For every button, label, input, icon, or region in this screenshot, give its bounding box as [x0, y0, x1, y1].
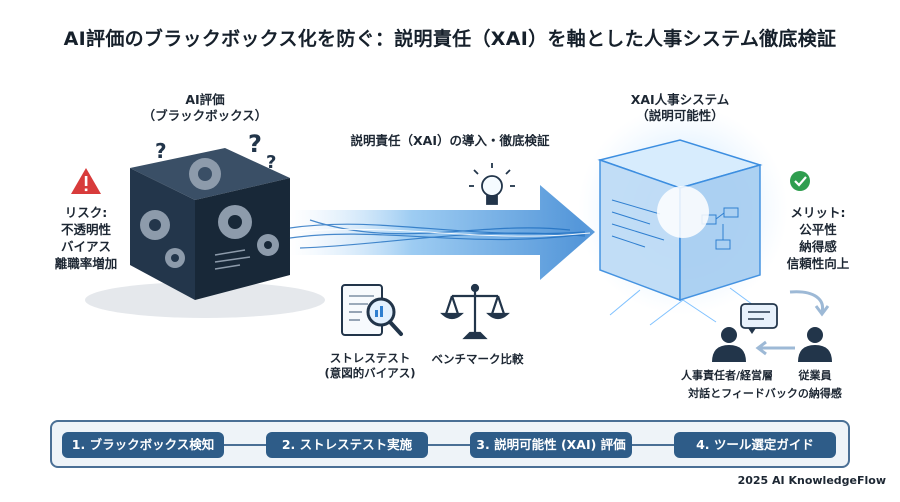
risk-item: 離職率増加 [54, 256, 118, 271]
check-icon [790, 171, 810, 191]
stress-test-label: ストレステスト (意図的バイアス) [315, 351, 425, 381]
risk-heading: リスク: [64, 205, 108, 220]
step-3: 3. 説明可能性 (XAI) 評価 [470, 432, 632, 458]
left-cube-shadow [85, 282, 325, 318]
blackbox-label: AI評価 （ブラックボックス） [130, 92, 280, 124]
question-mark-icon: ? [266, 152, 276, 173]
question-mark-icon: ? [155, 139, 167, 163]
stress-test-label-line2: (意図的バイアス) [324, 366, 416, 380]
blackbox-label-line2: （ブラックボックス） [142, 108, 268, 123]
manager-icon [712, 327, 746, 362]
dialogue-caption: 対話とフィードバックの納得感 [688, 387, 842, 400]
merit-item: 納得感 [799, 239, 837, 254]
step-4: 4. ツール選定ガイド [674, 432, 836, 458]
step-connector [428, 444, 470, 446]
xai-cube [578, 105, 788, 326]
employee-icon [798, 327, 832, 362]
xai-system-label: XAI人事システム （説明可能性） [600, 92, 760, 124]
arrow-label: 説明責任（XAI）の導入・徹底検証 [350, 133, 550, 148]
merit-item: 信頼性向上 [786, 256, 850, 271]
employee-label: 従業員 [798, 369, 832, 382]
merit-heading: メリット: [790, 205, 846, 220]
xai-system-label-line1: XAI人事システム [630, 92, 730, 107]
warning-icon [71, 168, 101, 194]
feedback-arrow-icon [755, 290, 830, 356]
question-mark-icon: ? [248, 130, 262, 158]
process-steps: 1. ブラックボックス検知 2. ストレステスト実施 3. 説明可能性 (XAI… [50, 420, 850, 468]
chat-bubble-icon [740, 303, 778, 334]
scales-icon [440, 283, 510, 340]
merit-list: メリット: 公平性 納得感 信頼性向上 [770, 204, 866, 272]
blackbox-cube [130, 148, 290, 300]
risk-list: リスク: 不透明性 バイアス 離職率増加 [40, 204, 132, 272]
xai-arrow [289, 185, 595, 280]
step-connector [632, 444, 674, 446]
step-connector [224, 444, 266, 446]
stress-test-icon [341, 284, 403, 336]
lightbulb-icon [469, 163, 515, 205]
benchmark-label: ベンチマーク比較 [431, 352, 524, 366]
step-2: 2. ストレステスト実施 [266, 432, 428, 458]
step-1: 1. ブラックボックス検知 [62, 432, 224, 458]
manager-label: 人事責任者/経営層 [680, 369, 774, 382]
stress-test-label-line1: ストレステスト [329, 351, 411, 365]
merit-item: 公平性 [799, 222, 837, 237]
footer-credit: 2025 AI KnowledgeFlow [737, 474, 886, 487]
risk-item: 不透明性 [60, 222, 111, 237]
risk-item: バイアス [60, 239, 111, 254]
blackbox-label-line1: AI評価 [185, 92, 225, 107]
xai-system-label-line2: （説明可能性） [636, 108, 724, 123]
page-title: AI評価のブラックボックス化を防ぐ：説明責任（XAI）を軸とした人事システム徹底… [63, 28, 837, 50]
